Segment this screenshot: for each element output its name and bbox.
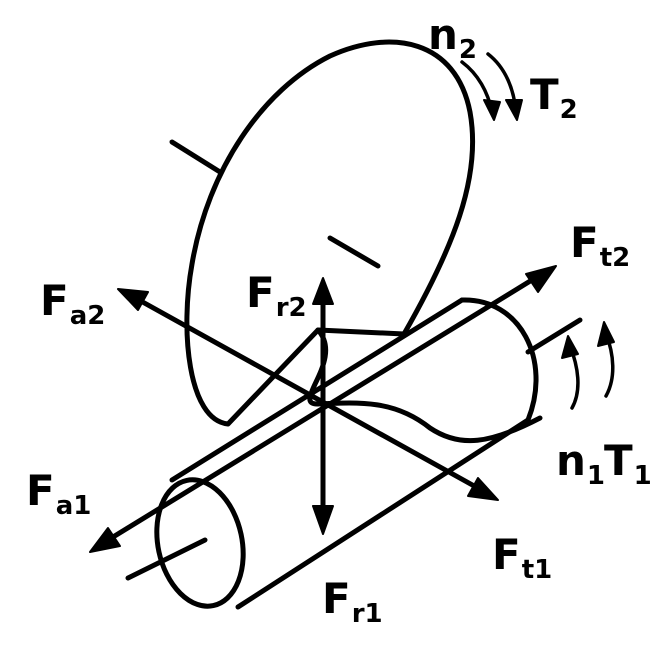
t2-arrowhead <box>505 99 523 121</box>
ft2-fa1-line <box>97 272 543 548</box>
label-ft2: Ft2 <box>570 218 631 274</box>
label-n2: n2 <box>428 10 477 66</box>
n2-arrowhead <box>483 99 501 121</box>
ft1-arrowhead <box>467 477 499 501</box>
pinion-bottom-edge <box>235 417 531 610</box>
t1-arrowhead <box>597 321 615 347</box>
fa1-arrowhead <box>89 527 121 553</box>
pinion-axis-far <box>525 317 583 355</box>
label-fr2: Fr2 <box>246 268 307 324</box>
gear2-disk <box>184 39 476 427</box>
contact-curve <box>307 327 543 444</box>
label-ft1: Ft1 <box>492 530 553 586</box>
gear2-axis-center <box>327 235 381 269</box>
label-t1: T1 <box>604 436 652 492</box>
n1-arrowhead <box>561 335 579 359</box>
label-t2: T2 <box>530 70 578 126</box>
label-fa2: Fa2 <box>40 276 106 332</box>
label-fr1: Fr1 <box>322 574 383 630</box>
pinion-axis-near <box>125 537 208 581</box>
pinion-top-edge <box>169 297 465 483</box>
fa2-ft1-line <box>127 292 488 495</box>
fr1-arrowhead <box>312 505 334 535</box>
gear2-shaft-left <box>169 139 223 175</box>
fa2-arrowhead <box>117 288 149 311</box>
ft2-arrowhead <box>525 265 557 293</box>
fr2-arrowhead <box>312 277 334 305</box>
label-n1: n1 <box>556 436 605 492</box>
pinion-far-end <box>459 297 539 423</box>
pinion-end-face <box>154 477 246 609</box>
label-fa1: Fa1 <box>26 466 92 522</box>
